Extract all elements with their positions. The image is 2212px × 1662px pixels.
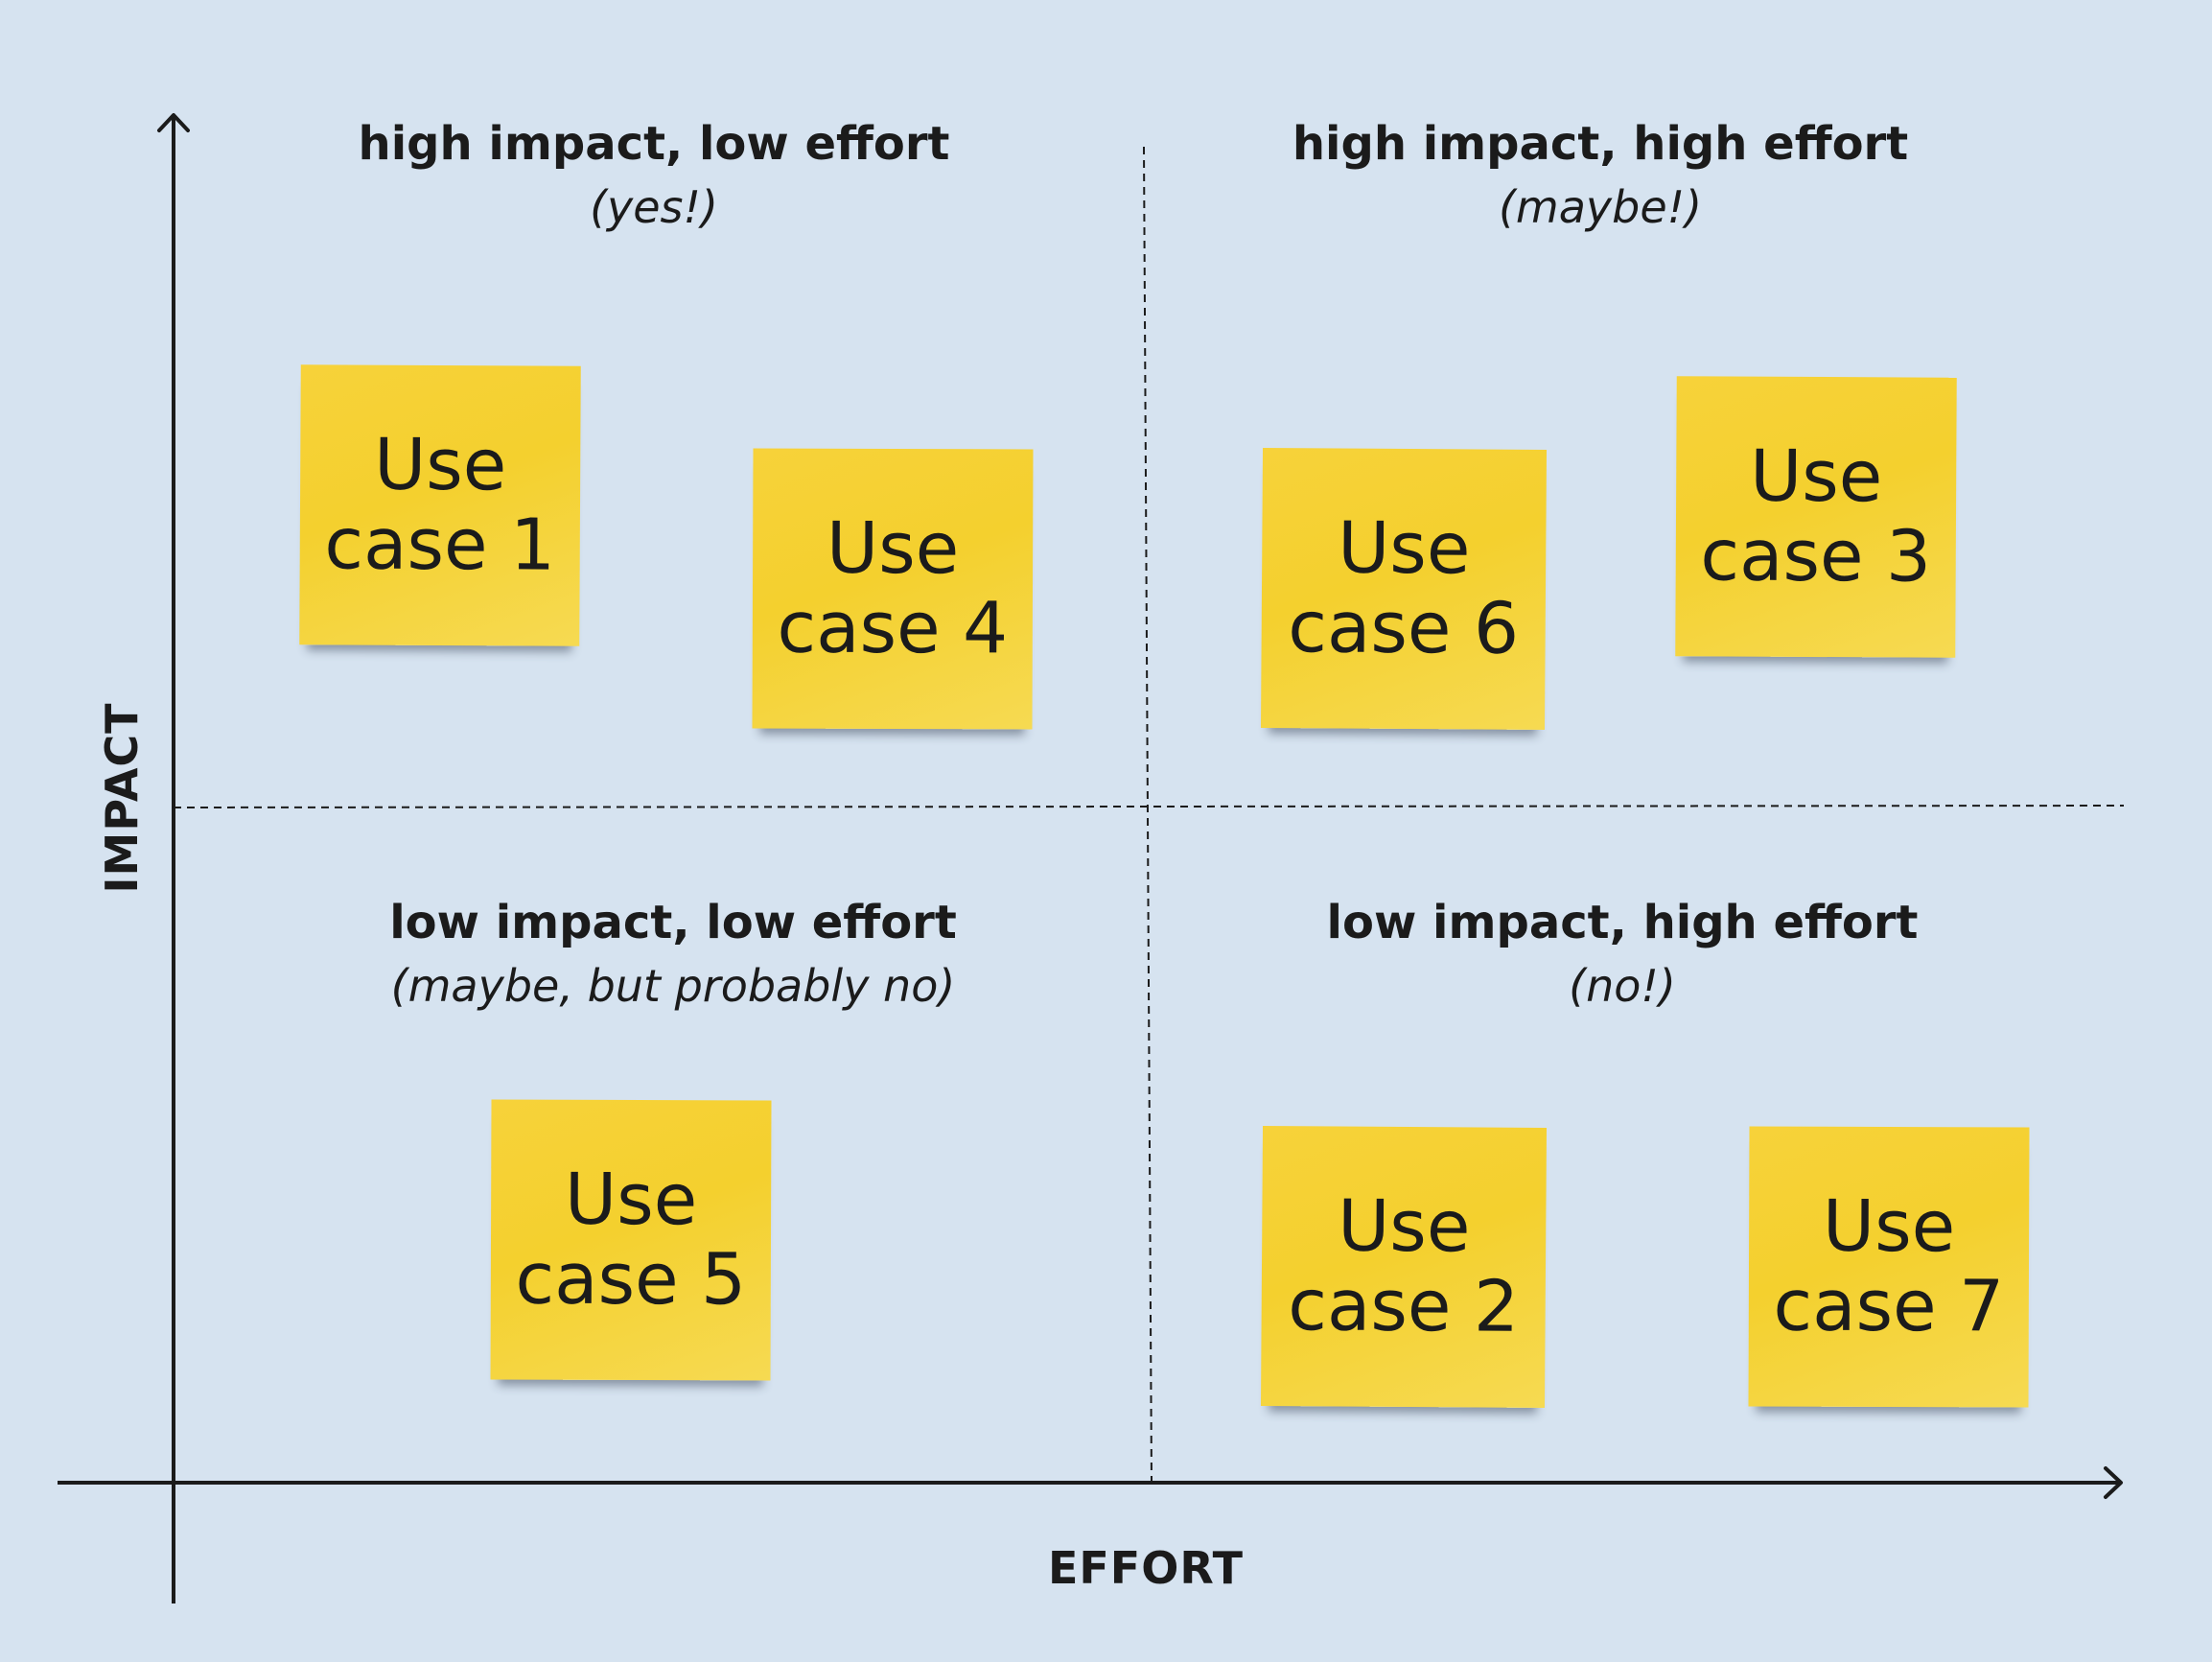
sticky-note-use-case-6[interactable]: Use case 6 [1260,447,1548,731]
quadrant-low-impact-high-effort: low impact, high effort (no!) [1327,898,1919,1010]
quadrant-subtitle: (maybe, but probably no) [390,959,956,1012]
y-axis-arrowhead [157,113,190,132]
sticky-note-use-case-4[interactable]: Use case 4 [752,448,1034,730]
sticky-note-use-case-5[interactable]: Use case 5 [490,1099,772,1381]
x-axis-label: EFFORT [1047,1542,1245,1594]
sticky-note-use-case-7[interactable]: Use case 7 [1748,1126,2030,1408]
quadrant-high-impact-high-effort: high impact, high effort (maybe!) [1292,119,1908,231]
sticky-note-label: Use case 3 [1700,434,1932,598]
vertical-divider [1143,146,1153,1484]
quadrant-title: low impact, low effort [389,896,957,949]
sticky-note-use-case-2[interactable]: Use case 2 [1260,1125,1548,1409]
quadrant-title: low impact, high effort [1326,896,1919,949]
quadrant-subtitle: (no!) [1569,959,1676,1012]
quadrant-subtitle: (yes!) [590,180,718,233]
y-axis-label: IMPACT [96,702,148,894]
sticky-note-label: Use case 1 [324,423,556,587]
sticky-note-label: Use case 7 [1773,1184,2005,1348]
quadrant-title: high impact, high effort [1292,117,1909,171]
quadrant-subtitle: (maybe!) [1498,180,1703,233]
sticky-note-label: Use case 5 [515,1158,747,1322]
quadrant-title: high impact, low effort [358,117,950,171]
horizontal-divider [173,805,2125,808]
x-axis-arrowhead [2104,1466,2123,1499]
sticky-note-use-case-3[interactable]: Use case 3 [1675,376,1957,658]
sticky-note-label: Use case 6 [1288,506,1520,670]
sticky-note-label: Use case 4 [777,506,1009,670]
sticky-note-use-case-1[interactable]: Use case 1 [299,364,581,646]
quadrant-low-impact-low-effort: low impact, low effort (maybe, but proba… [389,898,957,1010]
quadrant-high-impact-low-effort: high impact, low effort (yes!) [359,119,950,231]
sticky-note-label: Use case 2 [1288,1184,1520,1348]
